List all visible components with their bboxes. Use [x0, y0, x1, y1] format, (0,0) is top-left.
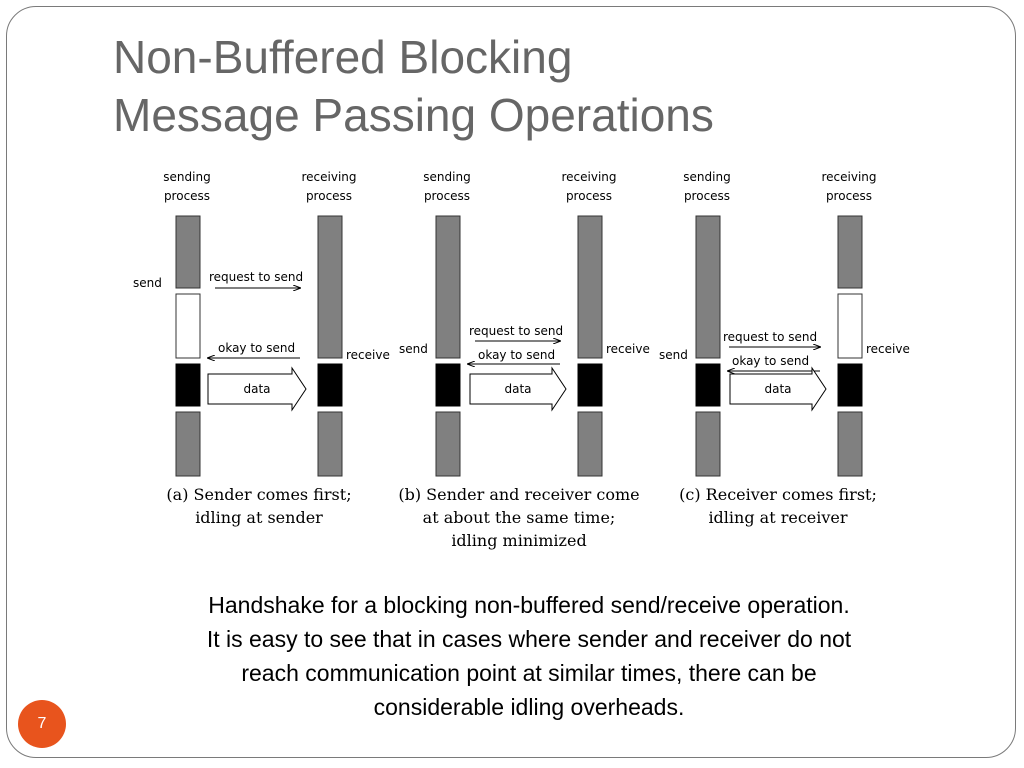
- data-arrow: [729, 366, 827, 412]
- receiver-communication-bar: [577, 363, 603, 407]
- receiving-process-label-line2: process: [566, 189, 612, 203]
- sender-communication-bar: [175, 363, 201, 407]
- sending-process-label-line2: process: [684, 189, 730, 203]
- receiving-process-label-line2: process: [826, 189, 872, 203]
- receiver-resume-bar: [577, 411, 603, 477]
- receiver-active-bar: [837, 215, 863, 289]
- panel-caption-line: (a) Sender comes first;: [166, 485, 351, 504]
- slide-frame: [6, 6, 1016, 758]
- receiving-process-label-line2: process: [306, 189, 352, 203]
- title-line: Non-Buffered Blocking: [113, 31, 573, 83]
- panel-caption-line: (c) Receiver comes first;: [679, 485, 877, 504]
- panel-caption-line: idling at sender: [195, 508, 323, 527]
- sender-communication-bar: [695, 363, 721, 407]
- data-label: data: [504, 382, 531, 396]
- sending-process-label-line2: process: [164, 189, 210, 203]
- receive-label: receive: [866, 342, 910, 356]
- data-label: data: [243, 382, 270, 396]
- sending-process-label-line1: sending: [163, 170, 210, 184]
- send-label: send: [659, 348, 688, 362]
- sender-active-bar: [695, 215, 721, 359]
- receiver-idle-bar: [837, 293, 863, 359]
- slide-number-badge: 7: [18, 700, 66, 748]
- data-label: data: [764, 382, 791, 396]
- receiving-process-label-line1: receiving: [821, 170, 876, 184]
- sender-active-bar: [175, 215, 201, 289]
- sender-resume-bar: [435, 411, 461, 477]
- title-line: Message Passing Operations: [113, 89, 714, 141]
- data-arrow: [469, 366, 567, 412]
- sending-process-label-line2: process: [424, 189, 470, 203]
- request-to-send-label: request to send: [469, 324, 563, 338]
- send-label: send: [133, 276, 162, 290]
- receiver-active-bar: [317, 215, 343, 359]
- receive-label: receive: [606, 342, 650, 356]
- receiver-communication-bar: [317, 363, 343, 407]
- receive-label: receive: [346, 348, 390, 362]
- receiver-resume-bar: [837, 411, 863, 477]
- panel-b: sending process receiving process send r…: [398, 170, 650, 550]
- receiver-communication-bar: [837, 363, 863, 407]
- send-label: send: [399, 342, 428, 356]
- slide-caption: Handshake for a blocking non-buffered se…: [100, 588, 958, 724]
- caption-line: reach communication point at similar tim…: [241, 660, 817, 686]
- panel-c: sending process receiving process send r…: [659, 170, 910, 527]
- okay-to-send-label: okay to send: [218, 341, 295, 355]
- receiving-process-label-line1: receiving: [301, 170, 356, 184]
- okay-to-send-label: okay to send: [732, 354, 809, 368]
- receiver-resume-bar: [317, 411, 343, 477]
- sender-communication-bar: [435, 363, 461, 407]
- panel-caption-line: idling at receiver: [708, 508, 847, 527]
- request-to-send-label: request to send: [723, 330, 817, 344]
- panel-caption-line: idling minimized: [451, 531, 586, 550]
- panel-caption-line: at about the same time;: [423, 508, 616, 527]
- panel-caption-line: (b) Sender and receiver come: [398, 485, 639, 504]
- sender-active-bar: [435, 215, 461, 359]
- caption-line: Handshake for a blocking non-buffered se…: [208, 592, 850, 618]
- sender-resume-bar: [695, 411, 721, 477]
- request-to-send-label: request to send: [209, 270, 303, 284]
- data-arrow: [207, 366, 307, 412]
- okay-to-send-label: okay to send: [478, 348, 555, 362]
- sending-process-label-line1: sending: [683, 170, 730, 184]
- caption-line: It is easy to see that in cases where se…: [206, 626, 852, 652]
- panel-a: sending process receiving process send r…: [133, 170, 390, 527]
- sending-process-label-line1: sending: [423, 170, 470, 184]
- sender-idle-bar: [175, 293, 201, 359]
- receiving-process-label-line1: receiving: [561, 170, 616, 184]
- receiver-active-bar: [577, 215, 603, 359]
- caption-line: considerable idling overheads.: [373, 694, 685, 720]
- slide-title: Non-Buffered Blocking Message Passing Op…: [113, 28, 913, 144]
- sender-resume-bar: [175, 411, 201, 477]
